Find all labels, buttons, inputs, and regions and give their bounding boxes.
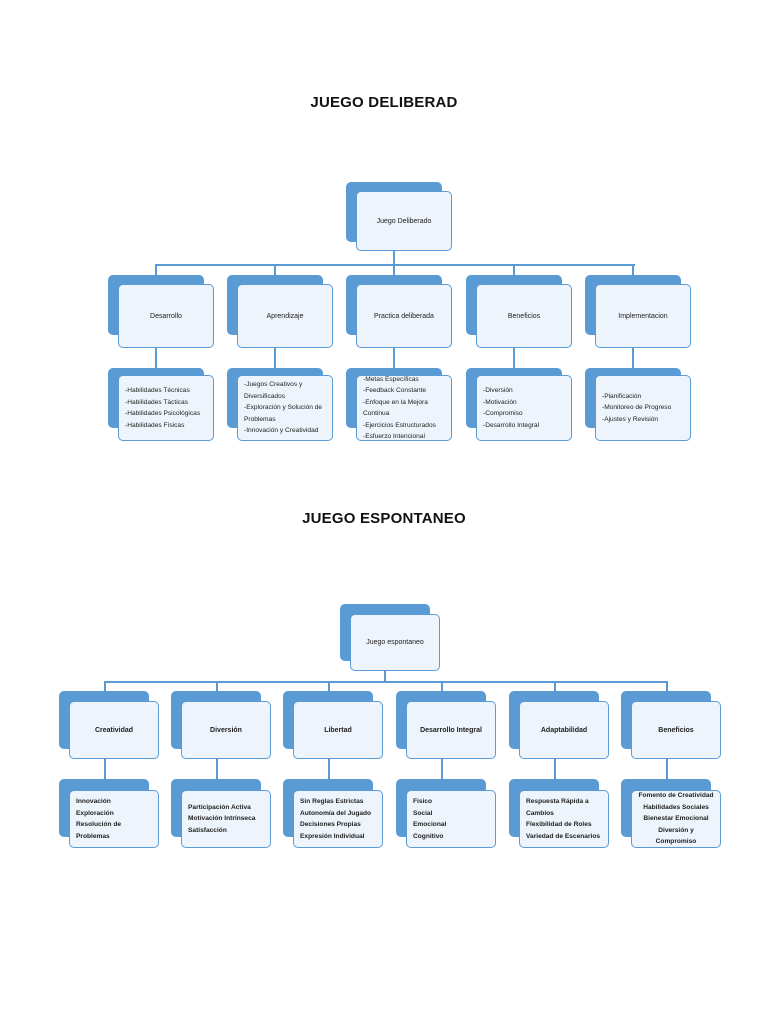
node-box: Adaptabilidad [519, 701, 609, 759]
node-box: Beneficios [476, 284, 572, 348]
connector-line [632, 264, 634, 277]
node-text: -Innovación y Creatividad [244, 427, 319, 435]
node-text: -Diversión [483, 387, 513, 394]
connector-line [632, 348, 634, 370]
connector-line [274, 264, 276, 277]
node-text: -Feedback Constante [363, 387, 427, 394]
node-text: Flexibilidad de Roles [526, 821, 592, 828]
node-text: -Ejercicios Estructurados [363, 421, 436, 429]
node-box: -Juegos Creativos y Diversificados -Explo… [237, 375, 333, 441]
node-text: Expresión Individual [300, 832, 365, 840]
node-box: Creatividad [69, 701, 159, 759]
node-box: Aprendizaje [237, 284, 333, 348]
node-text: -Habilidades Físicas [125, 421, 185, 429]
node-text: Físico [413, 798, 433, 805]
node-text: -Planificación [602, 392, 642, 400]
connector-line [666, 681, 668, 693]
connector-line [393, 348, 395, 370]
node-text: Cognitivo [413, 832, 444, 840]
node-text: -Compromiso [483, 410, 523, 417]
node-box: -Planificación -Monitoreo de Progreso -Aju… [595, 375, 691, 441]
connector-line [216, 681, 218, 693]
connector-line [274, 348, 276, 370]
node-box: Beneficios [631, 701, 721, 759]
connector-line [104, 681, 666, 683]
node-text: -Juegos Creativos y Diversificados [244, 381, 303, 400]
connector-line [513, 348, 515, 370]
node-text: -Habilidades Tácticas [125, 398, 188, 406]
node-text: Autonomía del Jugado [300, 809, 372, 817]
node-text: -Ajustes y Revisión [602, 415, 659, 423]
node-text: Emocional [413, 821, 447, 828]
node-text: Exploración [76, 809, 114, 817]
node-box: Practica deliberada [356, 284, 452, 348]
node-text: -Enfoque en la Mejora Continua [363, 398, 428, 418]
node-text: Fomento de Creatividad [638, 792, 714, 800]
node-text: Variedad de Escenarios [526, 832, 601, 840]
node-text: -Exploración y Solución de Problemas [244, 404, 323, 423]
node-text: Satisfacción [188, 826, 227, 834]
node-text: -Habilidades Técnicas [125, 387, 190, 394]
node-text: Respuesta Rápida a Cambios [526, 798, 589, 817]
node-text: -Metas Específicas [363, 375, 419, 383]
node-box: Desarrollo Integral [406, 701, 496, 759]
connector-line [155, 264, 635, 266]
connector-line [104, 681, 106, 693]
node-box: Juego espontaneo [350, 614, 440, 671]
node-box: Libertad [293, 701, 383, 759]
node-text: Motivación Intrínseca [188, 815, 256, 823]
node-box: -Habilidades Técnicas -Habilidades Táctic… [118, 375, 214, 441]
node-text: Decisiones Propias [300, 821, 361, 828]
node-text: -Habilidades Psicológicas [125, 410, 201, 417]
node-text: Bienestar Emocional [643, 815, 709, 823]
node-box: -Metas Específicas -Feedback Constante -En… [356, 375, 452, 441]
connector-line [441, 759, 443, 781]
diagram2-title: JUEGO ESPONTANEO [302, 510, 466, 527]
node-box: Desarrollo [118, 284, 214, 348]
connector-line [155, 264, 157, 277]
node-text: -Desarrollo Integral [483, 421, 540, 429]
node-box: Juego Deliberado [356, 191, 452, 251]
connector-line [441, 681, 443, 693]
connector-line [513, 264, 515, 277]
connector-line [554, 759, 556, 781]
node-box: -Diversión -Motivación -Compromiso -Desarro… [476, 375, 572, 441]
connector-line [393, 251, 395, 265]
connector-line [155, 348, 157, 370]
node-text: -Esfuerzo Intencional [363, 433, 425, 440]
connector-line [104, 759, 106, 781]
node-text: Habilidades Sociales [643, 803, 709, 811]
node-text: Social [413, 809, 433, 817]
node-text: Sin Reglas Estrictas [300, 798, 364, 805]
node-text: Innovación [76, 798, 111, 805]
connector-line [554, 681, 556, 693]
connector-line [666, 759, 668, 781]
connector-line [384, 670, 386, 682]
connector-line [328, 759, 330, 781]
node-text: -Monitoreo de Progreso [602, 404, 672, 412]
node-text: -Motivación [483, 398, 517, 406]
connector-line [216, 759, 218, 781]
node-text: Resolución de Problemas [76, 821, 122, 840]
diagram1-title: JUEGO DELIBERAD [310, 94, 458, 111]
node-box: Diversión [181, 701, 271, 759]
node-text: Diversión y Compromiso [655, 826, 697, 846]
node-box: Implementacion [595, 284, 691, 348]
connector-line [393, 264, 395, 277]
node-text: Participación Activa [188, 803, 251, 811]
connector-line [328, 681, 330, 693]
